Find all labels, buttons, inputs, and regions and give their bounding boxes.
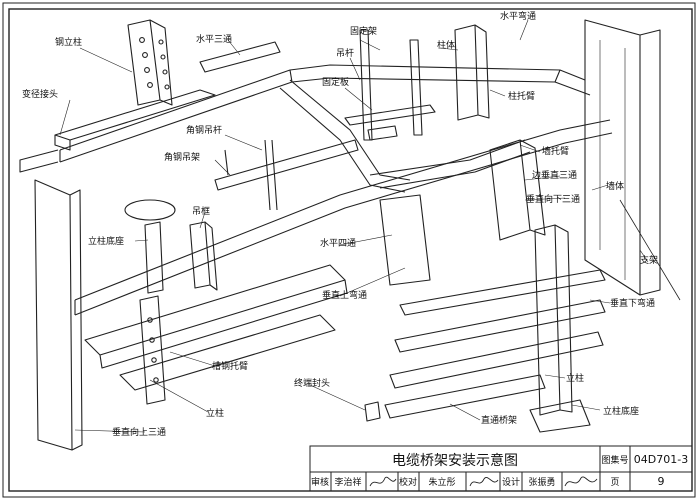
label-fixed-plate: 固定板 <box>322 76 349 88</box>
label-column-left: 立柱 <box>206 407 224 419</box>
atlas-number: 04D701-3 <box>634 453 688 466</box>
label-horiz-cross: 水平四通 <box>320 237 356 249</box>
label-vertical-up-bend: 垂直上弯通 <box>322 289 367 301</box>
drawing-lines <box>19 19 681 451</box>
label-vertical-up-tee: 垂直向上三通 <box>112 426 166 438</box>
page-label: 页 <box>610 477 619 488</box>
label-column-right: 立柱 <box>566 372 584 384</box>
label-column-bracket: 柱托臂 <box>508 90 535 102</box>
design-label: 设计 <box>502 476 520 488</box>
label-column-body: 柱体 <box>437 39 455 51</box>
label-vertical-tee-in: 边垂直三通 <box>532 169 577 181</box>
label-vertical-down-bend: 垂直下弯通 <box>610 297 655 309</box>
atlas-label: 图集号 <box>601 454 628 466</box>
designer-name: 张振勇 <box>528 476 555 488</box>
inner-border <box>8 8 693 492</box>
label-column-base-right: 立柱底座 <box>603 405 639 417</box>
label-hanger-frame: 吊框 <box>192 205 210 217</box>
drawing-title: 电缆桥架安装示意图 <box>392 452 518 469</box>
reviewer-name: 李治祥 <box>334 476 361 488</box>
designer-signature <box>564 476 598 487</box>
label-vertical-down-tee: 垂直向下三通 <box>526 193 580 205</box>
label-steel-column: 钢立柱 <box>55 36 82 48</box>
label-angle-rod: 角钢吊杆 <box>186 124 222 136</box>
label-reducer: 变径接头 <box>22 88 58 100</box>
review-label: 审核 <box>311 476 329 488</box>
title-block: 电缆桥架安装示意图 图集号 04D701-3 页 9 审核 李治祥 校对 朱立彤… <box>309 445 693 492</box>
label-wall-bracket: 墙托臂 <box>542 145 569 157</box>
checker-name: 朱立彤 <box>428 476 455 488</box>
leader-lines <box>59 19 649 433</box>
label-horiz-tee-top: 水平三通 <box>196 33 232 45</box>
label-column-base-left: 立柱底座 <box>88 235 124 247</box>
label-horiz-bend-top: 水平弯通 <box>500 10 536 22</box>
label-angle-hanger: 角钢吊架 <box>164 151 200 163</box>
check-label: 校对 <box>399 476 417 488</box>
reviewer-signature <box>369 476 397 487</box>
label-end-cap: 终端封头 <box>294 377 330 389</box>
component-labels: 钢立柱 变径接头 水平三通 固定架 水平弯通 吊杆 柱体 固定板 柱托臂 角钢吊… <box>22 10 658 438</box>
label-straight-tray: 直通桥架 <box>481 414 517 426</box>
page-number: 9 <box>658 475 665 488</box>
label-fixed-frame: 固定架 <box>350 25 377 37</box>
label-support: 支架 <box>640 254 658 266</box>
label-wall: 墙体 <box>606 180 624 192</box>
label-channel-bracket: 槽钢托臂 <box>212 360 248 372</box>
label-hanger-rod: 吊杆 <box>336 47 354 59</box>
checker-signature <box>469 477 499 487</box>
